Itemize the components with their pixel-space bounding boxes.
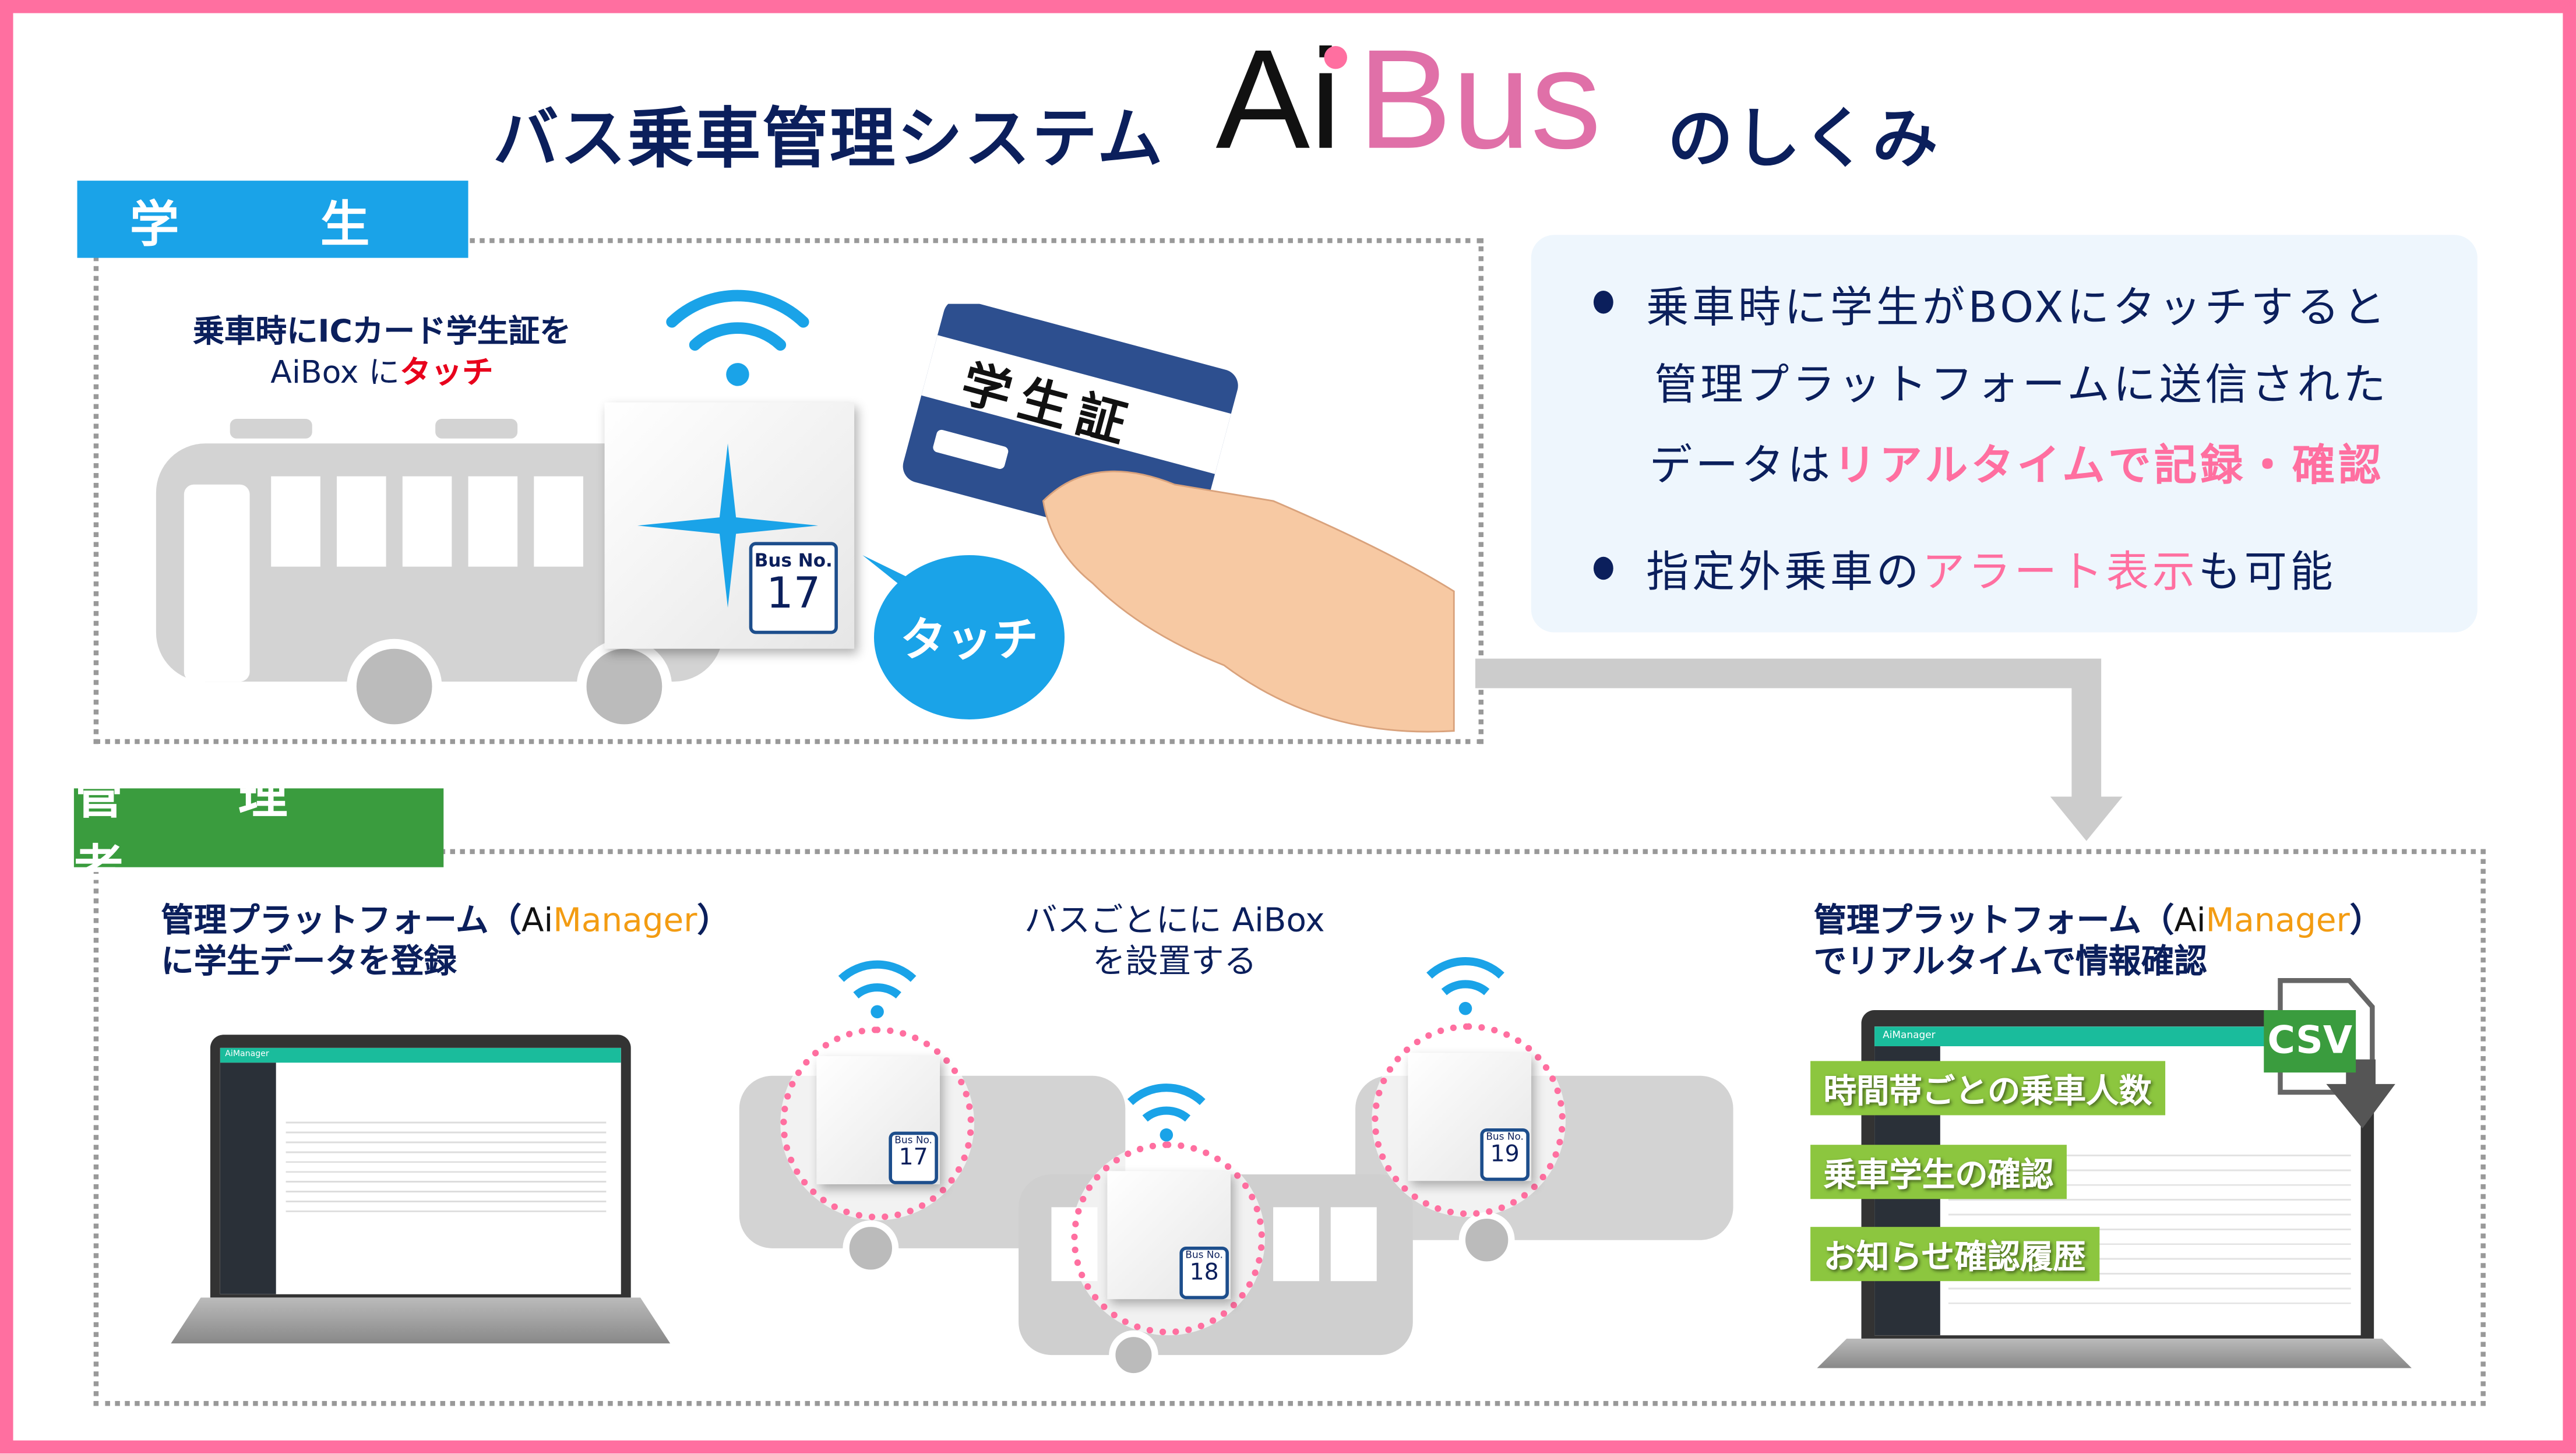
center-caption: バスごとにに AiBox を設置する — [1010, 900, 1339, 982]
bus-icon — [156, 418, 723, 731]
touch-bubble-text: タッチ — [900, 612, 1038, 667]
wifi-icon — [1426, 957, 1504, 1015]
student-label: 学 生 — [77, 181, 468, 258]
left-caption: 管理プラットフォーム（AiManager） に学生データを登録 — [161, 900, 730, 982]
center-caption-line1: バスごとにに AiBox — [1024, 900, 1325, 940]
info-bullet2-prefix: 指定外乗車の — [1646, 548, 1922, 598]
laptop-left: AiManager — [210, 1035, 631, 1298]
caption-line2: に学生データを登録 — [161, 941, 457, 981]
csv-badge: CSV — [2264, 1010, 2356, 1073]
bus-no-value: 17 — [898, 1145, 928, 1171]
logo-dot-icon — [1324, 45, 1347, 69]
laptop-left-base — [171, 1297, 671, 1344]
bus-no-value: 17 — [766, 570, 821, 619]
student-section — [93, 238, 1484, 744]
info-panel: 乗車時に学生がBOXにタッチすると 管理プラットフォームに送信された データはリ… — [1531, 235, 2478, 633]
caption-ai: Ai — [2174, 900, 2206, 940]
student-caption-line1: 乗車時にICカード学生証を — [193, 313, 571, 350]
aibox-bus-17: Bus No.17 — [780, 1026, 974, 1220]
caption-prefix: 管理プラットフォーム（ — [161, 900, 521, 940]
caption-suffix: ） — [697, 900, 730, 940]
bus-number-badge: Bus No.17 — [889, 1131, 938, 1184]
bus-no-value: 19 — [1490, 1141, 1520, 1168]
feature-label: お知らせ確認履歴 — [1810, 1227, 2099, 1282]
aimanager-screen: AiManager — [220, 1047, 621, 1294]
caption-manager: Manager — [2205, 900, 2350, 940]
info-bullet1-line2: 管理プラットフォームに送信された — [1654, 361, 2390, 411]
student-caption: 乗車時にICカード学生証を AiBox にタッチ — [172, 312, 591, 394]
speech-bubble — [862, 555, 1065, 719]
aibox-bus-19: Bus No.19 — [1372, 1023, 1566, 1217]
bus-no-value: 18 — [1189, 1259, 1219, 1286]
admin-label: 管 理 者 — [73, 769, 444, 898]
right-caption: 管理プラットフォーム（AiManager） でリアルタイムで情報確認 — [1814, 900, 2383, 982]
app-name: AiManager — [1883, 1029, 1936, 1042]
wifi-icon — [1127, 1084, 1206, 1142]
info-line3-prefix: データは — [1649, 442, 1834, 492]
info-bullet2-highlight: アラート表示 — [1922, 548, 2198, 598]
bus-no-label: Bus No. — [754, 550, 833, 572]
center-caption-line2: を設置する — [1092, 941, 1257, 981]
caption-suffix: ） — [2349, 900, 2383, 940]
hand-with-card-icon — [903, 303, 1455, 733]
bullet-icon — [1593, 556, 1613, 580]
page-title: バス乗車管理システム — [492, 101, 1165, 178]
info-line3-highlight: リアルタイムで記録・確認 — [1833, 442, 2384, 492]
caption-prefix: 管理プラットフォーム（ — [1813, 900, 2175, 940]
wifi-icon — [666, 290, 809, 386]
aibox-bus-18: Bus No.18 — [1071, 1141, 1266, 1336]
caption-line2: でリアルタイムで情報確認 — [1813, 941, 2207, 981]
caption-highlight: タッチ — [400, 355, 494, 391]
bus-number-badge: Bus No.18 — [1179, 1247, 1229, 1300]
bus-no-label: Bus No. — [1486, 1131, 1524, 1144]
bus-no-label: Bus No. — [894, 1135, 932, 1147]
aibox-device: Bus No. 17 — [604, 402, 855, 649]
logo-ai: Ai — [1215, 21, 1342, 179]
caption-ai: Ai — [521, 900, 554, 940]
wifi-icon — [838, 960, 917, 1019]
admin-section — [93, 849, 2486, 1406]
flow-arrow — [1475, 658, 2123, 841]
bus-number-badge: Bus No.19 — [1480, 1128, 1530, 1181]
caption-manager: Manager — [553, 900, 697, 940]
bus-number-badge: Bus No. 17 — [749, 542, 838, 634]
bus-no-label: Bus No. — [1185, 1250, 1223, 1262]
sparkle-icon — [637, 443, 819, 608]
info-bullet2-suffix: も可能 — [2198, 548, 2337, 598]
feature-label: 時間帯ごとの乗車人数 — [1810, 1061, 2165, 1116]
info-bullet1-line1: 乗車時に学生がBOXにタッチすると — [1646, 284, 2389, 334]
caption-prefix: AiBox に — [270, 355, 400, 391]
laptop-right-base — [1817, 1338, 2412, 1368]
logo-bus: Bus — [1358, 21, 1602, 179]
app-name: AiManager — [225, 1049, 269, 1060]
feature-label: 乗車学生の確認 — [1810, 1145, 2067, 1199]
page-title-suffix: のしくみ — [1667, 101, 1940, 178]
bullet-icon — [1593, 291, 1613, 314]
